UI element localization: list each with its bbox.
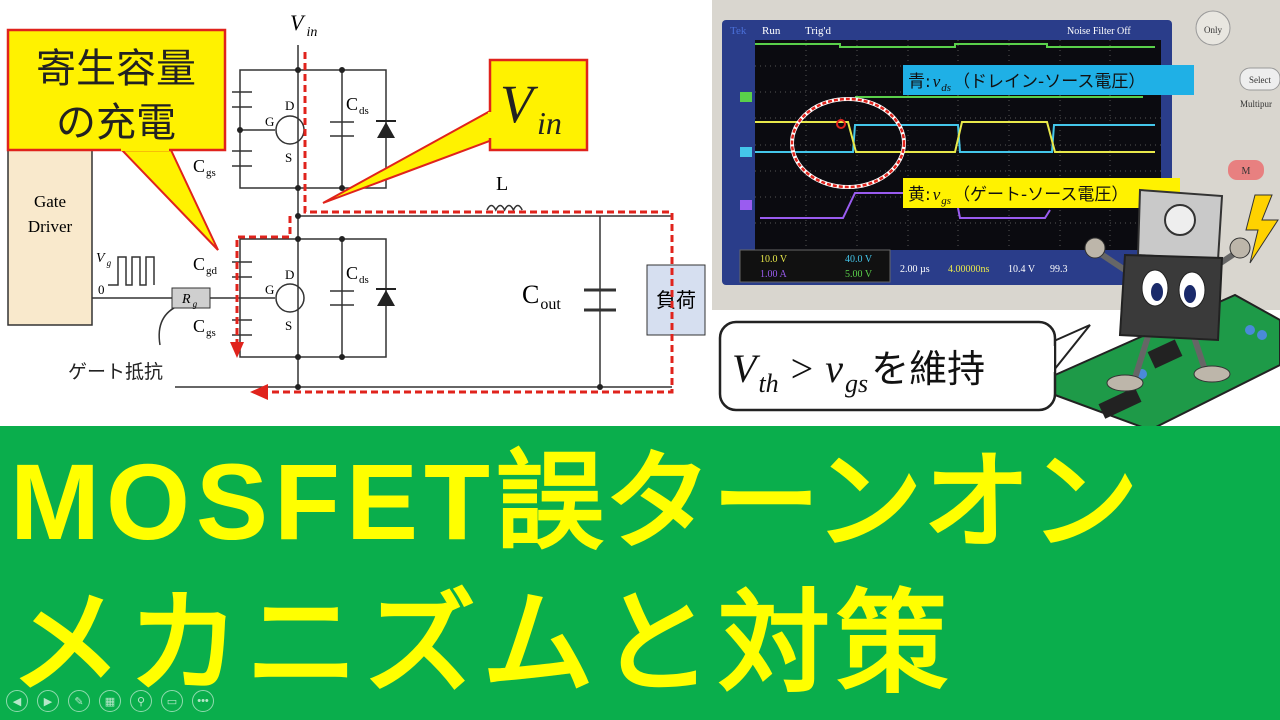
title-japanese: 誤ターンオン [495, 441, 1139, 562]
drain-label: D [285, 98, 294, 113]
source-label: S [285, 318, 292, 333]
next-icon[interactable]: ▶ [37, 690, 59, 712]
svg-text:40.0 V: 40.0 V [845, 254, 873, 265]
gate-label: G [265, 282, 274, 297]
load-block [646, 264, 706, 336]
slides-icon[interactable]: ▦ [99, 690, 121, 712]
svg-text:Run: Run [762, 25, 781, 37]
svg-text:Noise Filter Off: Noise Filter Off [1067, 26, 1131, 37]
cgs-label-bottom: Cgs [193, 316, 216, 339]
svg-text:Select: Select [1249, 75, 1271, 85]
svg-text:黄:vgs（ゲート-ソース電圧）: 黄:vgs（ゲート-ソース電圧） [908, 185, 1128, 207]
svg-text:1.00 A: 1.00 A [760, 269, 787, 280]
cgs-label-top: Cgs [193, 156, 216, 179]
inductor-label: L [496, 173, 508, 195]
svg-text:2.00 µs: 2.00 µs [900, 264, 930, 275]
gate-driver-label: Gate [34, 192, 66, 211]
current-path [235, 52, 674, 394]
title-line-2: メカニズムと対策 [10, 581, 954, 706]
svg-text:Only: Only [1204, 25, 1223, 35]
svg-text:寄生容量: 寄生容量 [36, 46, 196, 92]
svg-text:Vin: Vin [500, 74, 562, 141]
callout-parasitic-charge: 寄生容量 の充電 [6, 28, 227, 251]
title-latin: MOSFET [10, 441, 496, 562]
zoom-icon[interactable]: ⚲ [130, 690, 152, 712]
pen-icon[interactable]: ✎ [68, 690, 90, 712]
svg-text:Vth > vgsを維持: Vth > vgsを維持 [732, 346, 985, 398]
svg-text:Multipur: Multipur [1240, 99, 1272, 109]
svg-text:4.00000ns: 4.00000ns [948, 264, 990, 275]
cgd-label: Cgd [193, 254, 218, 277]
zero-label: 0 [98, 282, 105, 297]
gate-driver-label: Driver [28, 217, 73, 236]
svg-text:10.4 V: 10.4 V [1008, 264, 1036, 275]
svg-text:M: M [1242, 166, 1251, 177]
svg-text:5.00 V: 5.00 V [845, 269, 873, 280]
svg-text:99.3: 99.3 [1050, 264, 1068, 275]
speech-bubble: Vth > vgsを維持 [718, 320, 1091, 412]
gate-label: G [265, 114, 274, 129]
drain-label: D [285, 267, 294, 282]
gate-driver-block [7, 149, 93, 326]
load-label: 負荷 [656, 288, 696, 312]
source-label: S [285, 150, 292, 165]
svg-text:10.0 V: 10.0 V [760, 254, 788, 265]
title-banner [0, 426, 1280, 720]
gate-resistor-caption: ゲート抵抗 [68, 361, 163, 383]
previous-icon[interactable]: ◀ [6, 690, 28, 712]
more-icon[interactable]: ••• [192, 690, 214, 712]
subtitles-icon[interactable]: ▭ [161, 690, 183, 712]
svg-text:Trig'd: Trig'd [805, 25, 832, 37]
mosfet-mascot-illustration [1054, 188, 1280, 432]
title-line-1: MOSFET誤ターンオン [10, 448, 1139, 556]
cout-label: Cout [522, 280, 561, 313]
slideshow-toolbar: ◀ ▶ ✎ ▦ ⚲ ▭ ••• [6, 690, 214, 712]
cds-label-top: Cds [346, 94, 369, 117]
svg-text:Tek: Tek [730, 25, 747, 37]
svg-text:の充電: の充電 [56, 100, 176, 146]
gate-resistor [171, 287, 211, 309]
cds-label-bottom: Cds [346, 263, 369, 286]
svg-text:青:vds（ドレイン-ソース電圧）: 青:vds（ドレイン-ソース電圧） [908, 72, 1145, 94]
